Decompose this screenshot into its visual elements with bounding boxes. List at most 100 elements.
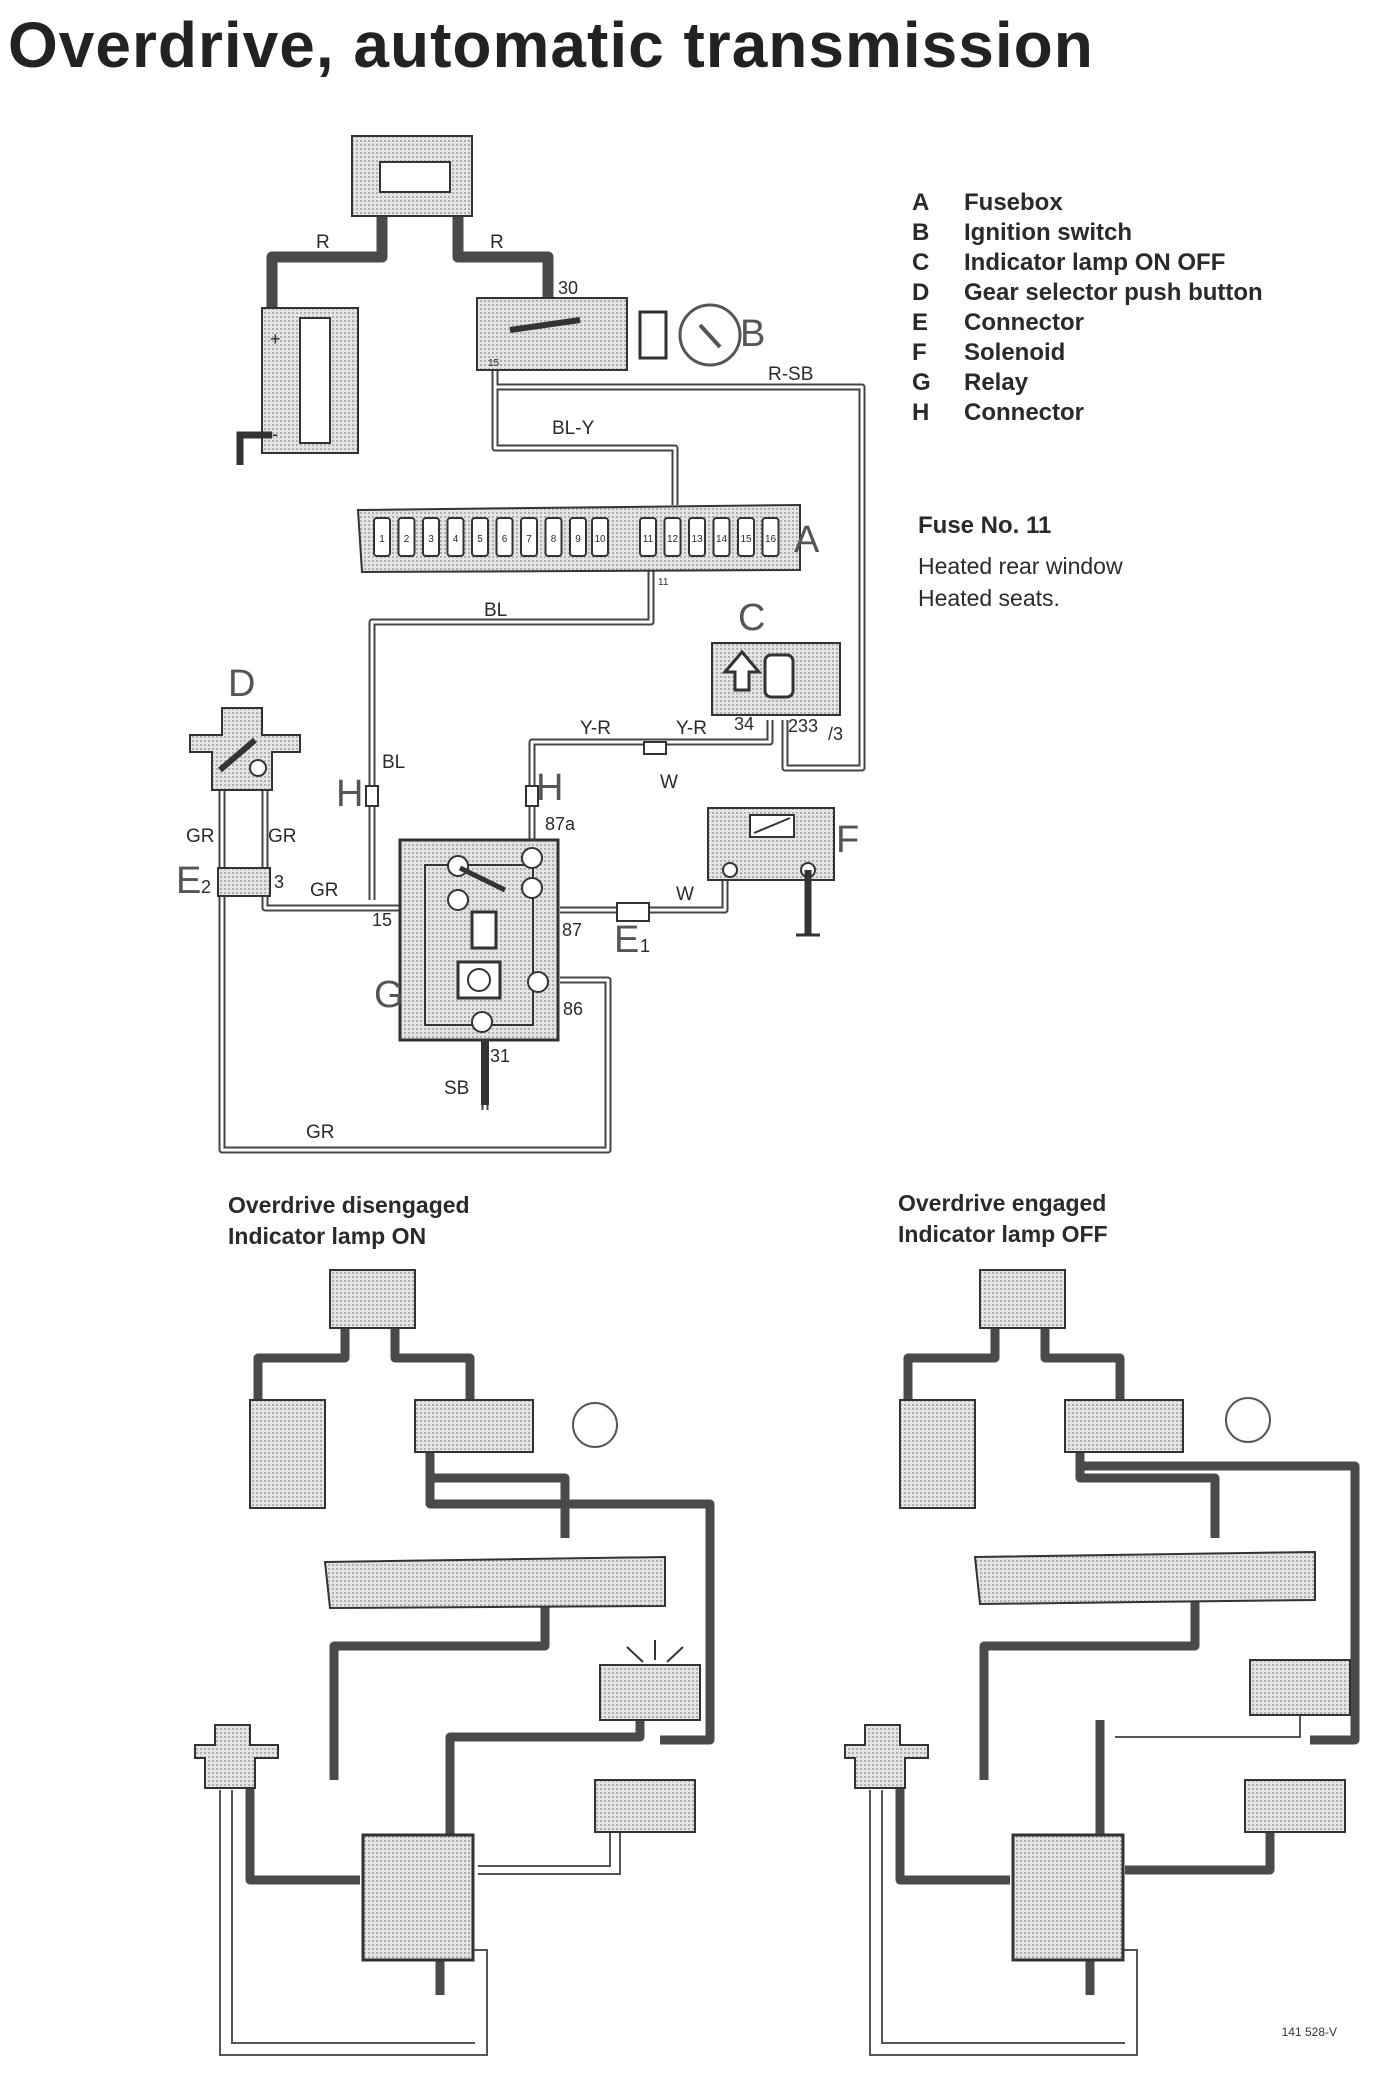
supply-wires [266,196,554,308]
up-arrow-icon [721,649,763,692]
legend-letter: G [912,369,931,396]
lamp-rays-icon [626,1640,684,1663]
terminal-label: 86 [563,999,583,1019]
legend-letter: F [912,339,927,366]
caption-line: Overdrive engaged [898,1190,1107,1216]
legend-text: Connector [964,309,1084,336]
terminal-label: 34 [734,714,754,734]
fusebox [323,1555,666,1610]
label-g: G [374,974,404,1016]
fuse-slot: 4 [446,517,465,557]
battery [249,1399,326,1509]
battery: + - [236,307,359,465]
ignition-switch: 15 [476,297,742,371]
fuse-slot: 1 [373,517,391,557]
page-title: Overdrive, automatic transmission [8,9,1094,81]
label-c: C [738,597,765,639]
terminal-label: 11 [658,577,669,588]
solenoid [1244,1779,1346,1833]
wire-label: R [316,232,330,253]
label-f: F [836,819,859,861]
fuse-number: 12 [667,534,679,545]
wire-label: GR [268,826,297,847]
wire-label: BL-Y [552,418,595,439]
gear-selector-button [194,1724,279,1789]
fusebox [973,1550,1316,1606]
fuse-number: 5 [477,534,483,545]
fuse-number: 11 [643,534,654,545]
fuse-slot: 6 [495,517,514,557]
wire-label: Y-R [580,718,611,739]
fuse-slot: 10 [591,517,609,557]
connector-e1 [616,902,650,922]
fuse-number: 2 [404,534,410,545]
fuse-slot: 12 [663,517,682,557]
fuse-slot: 5 [471,517,489,557]
fuse-note-title: Fuse No. 11 [918,512,1052,539]
relay-coil-icon [467,968,491,992]
legend-text: Solenoid [964,339,1066,366]
fuse-number: 15 [740,534,752,545]
fuse-slot: 8 [544,517,563,557]
battery [899,1399,976,1509]
caption-line: Indicator lamp OFF [898,1221,1108,1247]
legend-text: Ignition switch [964,219,1132,246]
wire-label: R [490,232,504,253]
wire-label: GR [310,880,339,901]
fuse-number: 1 [379,534,385,545]
terminal-label: 87a [545,814,576,834]
signal-wires-fill [220,367,864,1152]
fuse-note: Fuse No. 11 Heated rear window Heated se… [918,512,1123,614]
legend-text: Fusebox [964,189,1063,216]
wire-label: BL [382,752,405,773]
fuse-slot: 7 [520,517,538,557]
fuse-number: 6 [502,534,508,545]
fuse-number: 9 [575,534,581,545]
legend-text: Indicator lamp ON OFF [964,249,1226,276]
relay [398,838,560,1042]
wire-label: W [660,772,678,793]
main-connector-block [329,1269,416,1329]
gear-selector-button [189,707,301,791]
terminal-label: 31 [490,1046,510,1066]
gear-selector-button [844,1724,929,1789]
legend-item: A Fusebox [912,188,1263,218]
terminal-label: 30 [558,278,578,298]
legend-letter: E [912,309,929,336]
fuse-number: 8 [551,534,557,545]
wire-label: R-SB [768,364,813,385]
svg-text:-: - [272,424,278,444]
terminal-label: 3 [274,872,284,892]
reference-code: 141 528-V [1281,2025,1337,2039]
fuse-number: 4 [453,534,459,545]
connector-h-right [525,785,539,807]
legend-item: F Solenoid [912,338,1263,368]
fuse-number: 7 [526,534,532,545]
main-connector-link [379,161,451,193]
ignition-key-icon [572,1402,618,1448]
fuse-number: 10 [594,534,606,545]
legend-text: Connector [964,399,1084,426]
label-e1-sub: 1 [640,936,650,956]
legend-letter: A [912,189,930,216]
legend-item: E Connector [912,308,1263,338]
relay [361,1833,475,1962]
label-a: A [794,519,820,561]
wire-label: BL [484,600,507,621]
active-wires [245,1300,715,1995]
fuse-slot: 16 [761,517,780,557]
fuse-number: 14 [716,534,728,545]
wire-label: SB [444,1078,469,1099]
ignition-key-icon [1225,1397,1271,1443]
ignition-switch [1064,1399,1184,1453]
relay [1011,1833,1125,1962]
inactive-wires [219,1790,621,2056]
wire-label: GR [186,826,215,847]
label-h-left: H [336,773,363,815]
